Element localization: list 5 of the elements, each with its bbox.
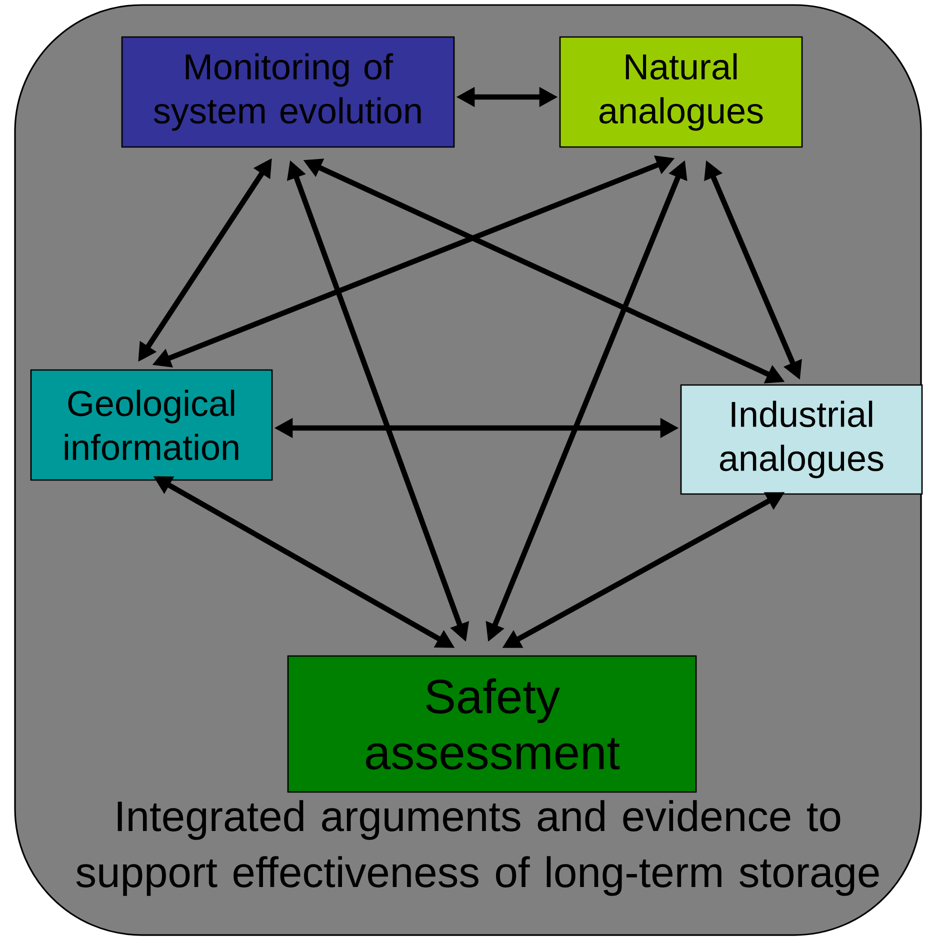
process-box: Monitoring of system evolution [121, 36, 455, 148]
process-box: Geological information [30, 369, 273, 481]
process-box: Natural analogues [559, 36, 803, 148]
process-box: Safety assessment [287, 655, 697, 793]
process-box: Industrial analogues [680, 384, 923, 495]
